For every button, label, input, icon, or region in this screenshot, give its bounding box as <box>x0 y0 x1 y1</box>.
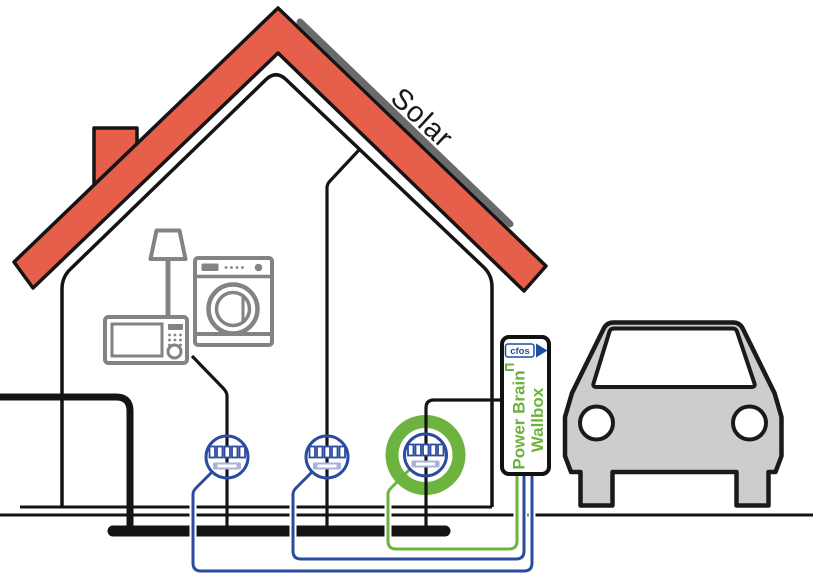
electric-meter-icon-1 <box>204 434 250 480</box>
solar-panel-icon <box>296 18 514 228</box>
ground-lines <box>0 505 813 537</box>
meter1-display <box>208 445 246 470</box>
meter3-body <box>403 432 448 478</box>
power-wires <box>0 148 502 531</box>
mains-cable-icon <box>0 393 134 526</box>
cfos-arrow-icon <box>536 343 548 358</box>
meter2-display <box>308 445 346 470</box>
wallbox-icon: cfos Power Brain Wallbox <box>500 335 551 476</box>
electric-meter-icon-2 <box>304 434 350 480</box>
cfos-green-mark-icon <box>505 363 514 371</box>
solar-to-meter2-wire <box>325 148 361 531</box>
meter1-body <box>204 434 250 480</box>
house-icon <box>60 73 494 507</box>
car-headlight-right <box>731 404 768 442</box>
washer-buttons <box>224 263 263 272</box>
washing-machine-icon <box>193 256 274 347</box>
appliances-group <box>103 228 274 365</box>
wallbox-to-meter3-wire <box>424 398 502 531</box>
car-headlight-left <box>578 404 615 442</box>
appliances-to-meter1-wire <box>190 354 229 531</box>
cfos-brand-label: cfos <box>510 346 530 357</box>
wallbox-name-line1: Power Brain <box>509 370 528 469</box>
electric-meters <box>204 432 448 480</box>
microwave-knob <box>166 343 183 360</box>
electric-meter-icon-3 <box>403 432 448 478</box>
meter3-display <box>407 443 445 468</box>
lamp-icon <box>148 228 188 317</box>
meter2-data-wire <box>291 469 526 561</box>
meter2-body <box>304 434 350 480</box>
microwave-icon <box>103 315 189 365</box>
meter1-data-wire <box>191 469 534 573</box>
cfos-logo-icon: cfos <box>504 343 548 371</box>
car-windshield <box>591 326 757 389</box>
car-icon <box>562 320 784 508</box>
roof-icon <box>12 6 548 293</box>
meter-data-wires <box>189 469 536 575</box>
wallbox-name-line2: Wallbox <box>528 387 547 452</box>
wallbox-housing <box>500 335 551 476</box>
meter3-data-wire <box>386 474 519 551</box>
